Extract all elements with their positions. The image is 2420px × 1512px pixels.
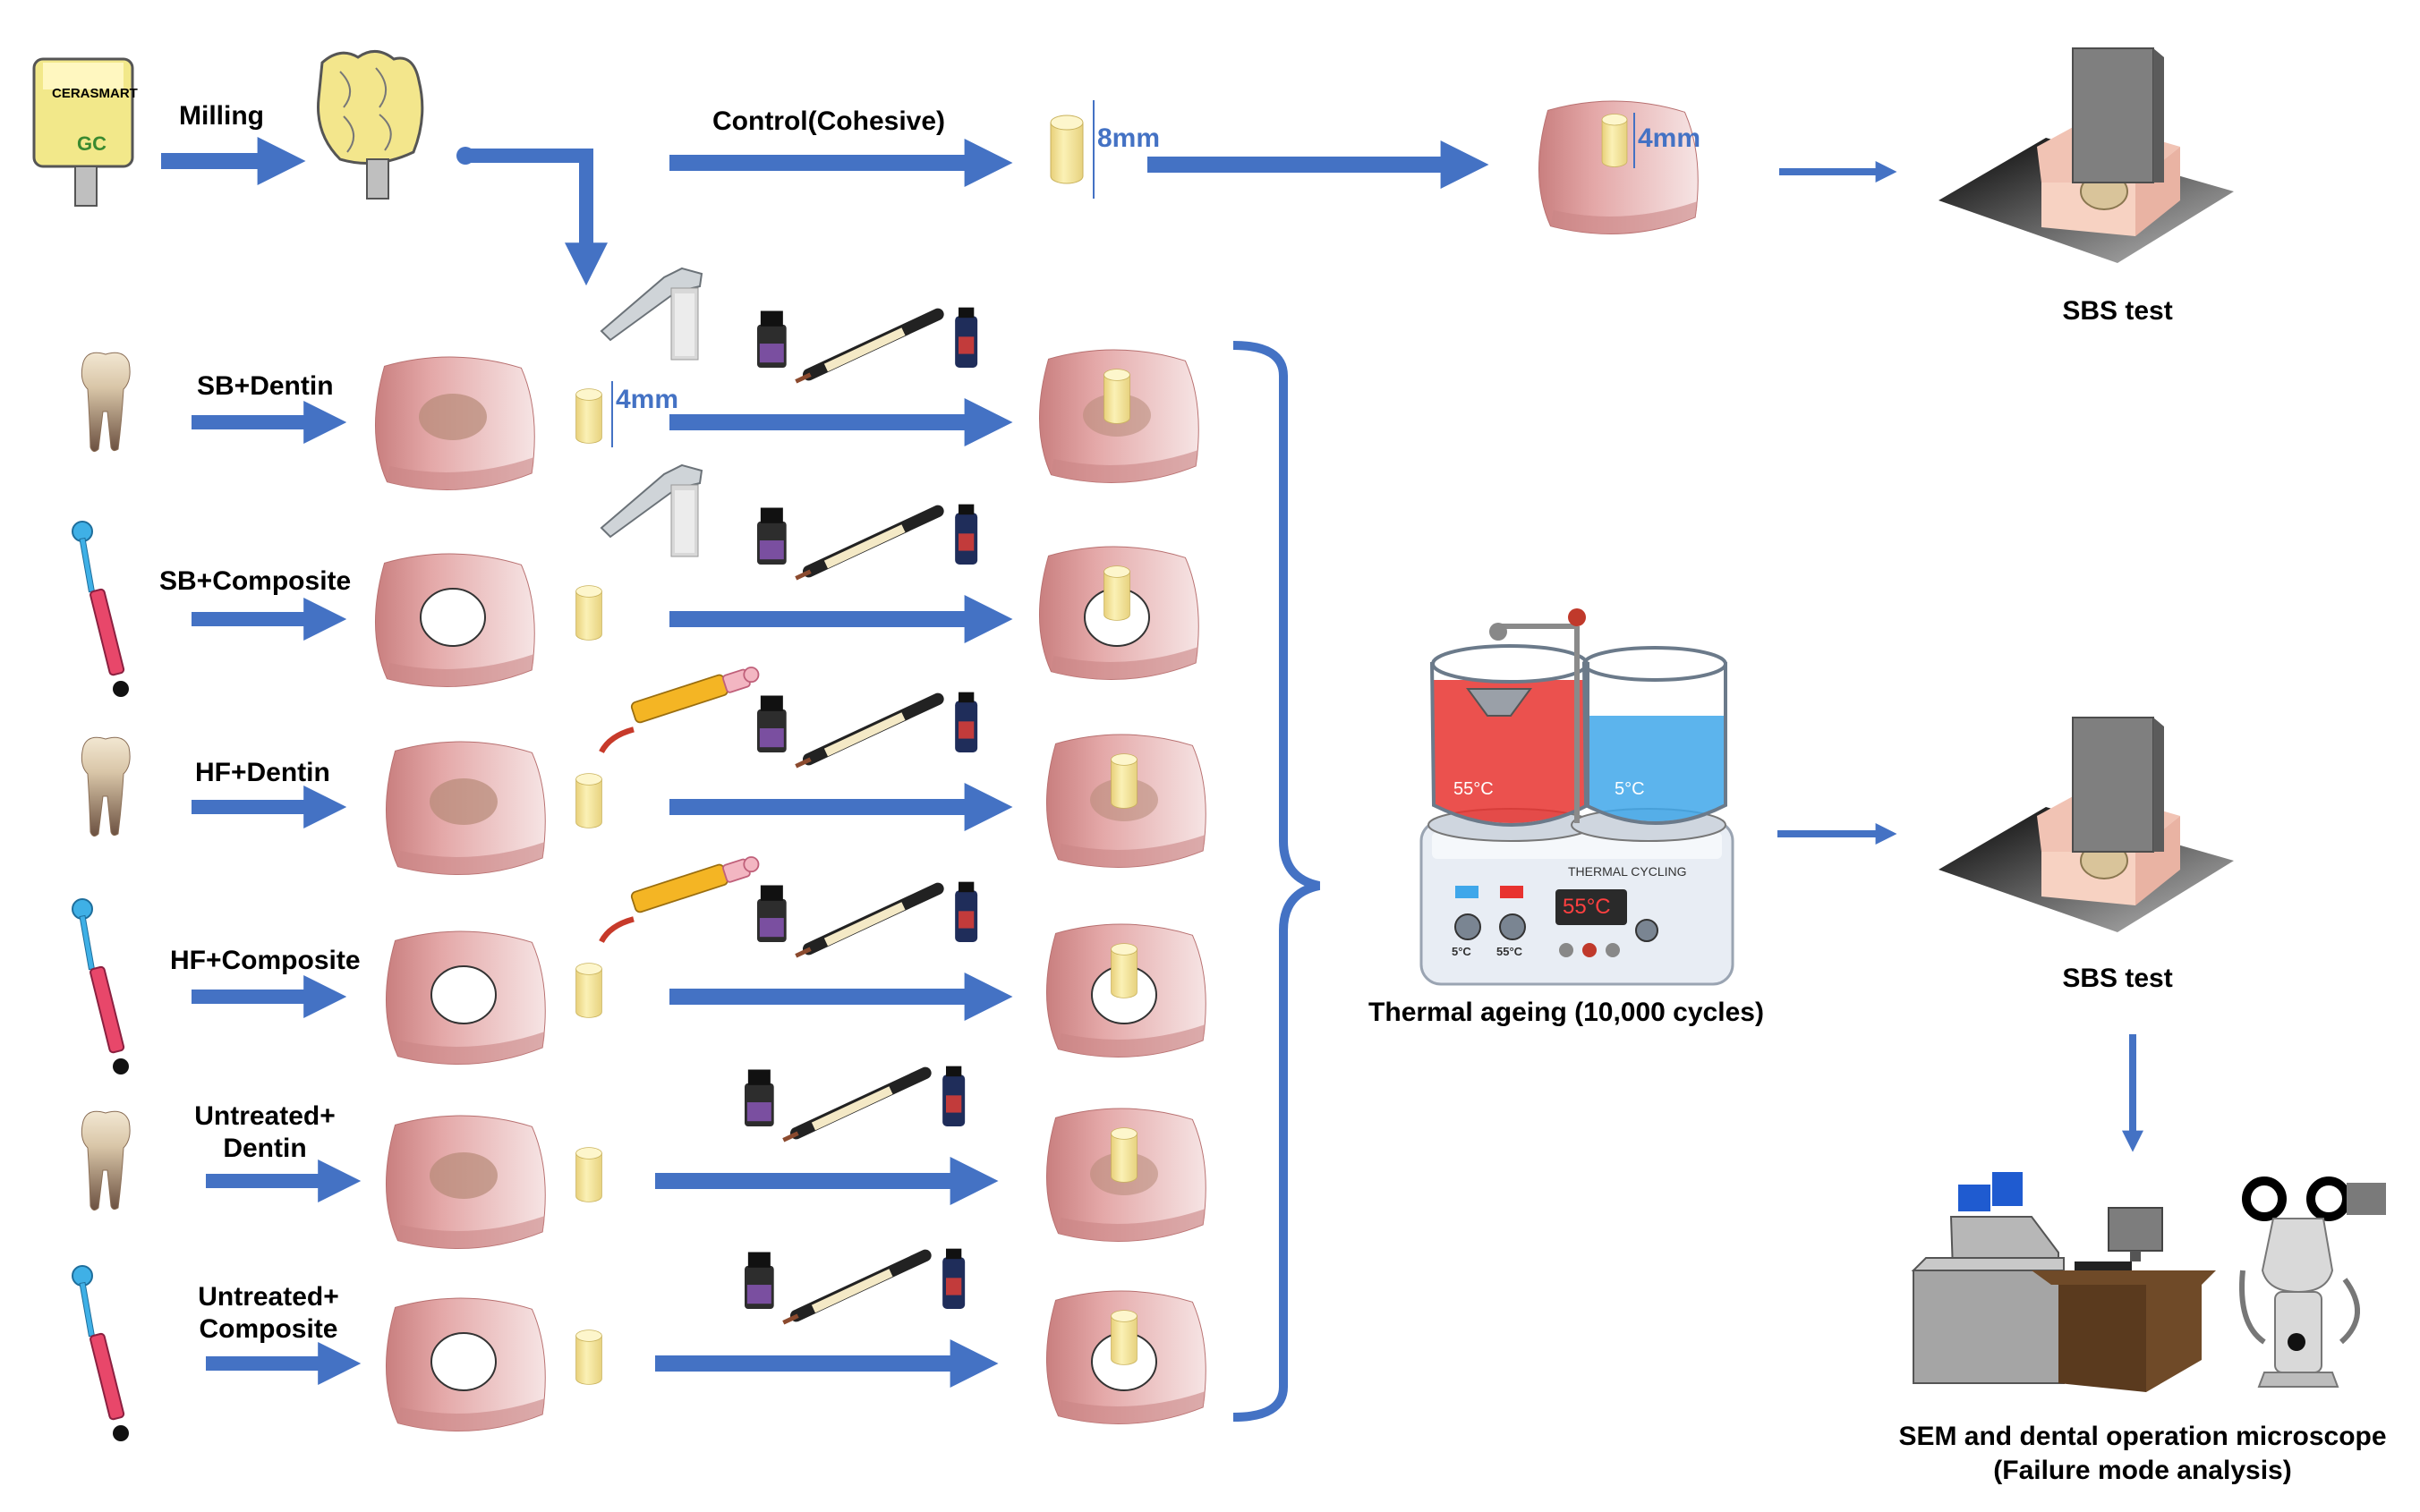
adhesive-kit-icon [757, 308, 977, 382]
dentin-surface [430, 778, 498, 825]
bonded-cylinder [1111, 753, 1138, 809]
row-label-sb-dentin: SB+Dentin [197, 371, 334, 401]
bonded-cylinder [1111, 1310, 1138, 1365]
row-label-untreated-composite-1: Untreated+ [198, 1282, 339, 1312]
cold-temp-label: 5°C [1615, 779, 1645, 799]
control-bonded-cylinder [1601, 114, 1628, 167]
bonded-cylinder [1103, 369, 1130, 424]
row-label-untreated-dentin-2: Dentin [223, 1134, 307, 1163]
adhesive-kit-icon [757, 692, 977, 767]
composite-disc [420, 588, 486, 647]
adhesive-kit-icon [745, 1066, 965, 1141]
tooth-icon [81, 352, 131, 453]
hf-etchant-syringe-icon [601, 667, 759, 752]
resin-cylinder [575, 773, 602, 828]
milling-label: Milling [179, 101, 264, 131]
row-label-hf-composite: HF+Composite [170, 946, 361, 975]
thermo-panel-title: THERMAL CYCLING [1568, 864, 1687, 879]
row-label-untreated-composite-2: Composite [199, 1314, 338, 1344]
cerasmart-block-icon [32, 57, 134, 207]
resin-cylinder [575, 585, 602, 641]
control-label: Control(Cohesive) [712, 106, 946, 136]
row-sb-dentin [81, 268, 1199, 490]
microscope-icon [2239, 1176, 2386, 1388]
composite-syringe-icon [72, 521, 130, 698]
resin-cylinder [575, 1147, 602, 1202]
thermo-knob-right-label: 55°C [1496, 945, 1523, 958]
bonded-cylinder [1111, 943, 1138, 998]
composite-syringe-icon [72, 898, 130, 1075]
composite-disc [430, 965, 497, 1024]
bonded-cylinder [1103, 565, 1130, 621]
row-untreated-composite [72, 1249, 1206, 1442]
thermal-ageing-label: Thermal ageing (10,000 cycles) [1368, 998, 1764, 1027]
resin-cylinder [575, 388, 602, 444]
hf-etchant-syringe-icon [601, 857, 759, 942]
composite-syringe-icon [72, 1265, 130, 1442]
handpiece-icon [601, 464, 703, 557]
tooth-icon [81, 1110, 131, 1211]
row-label-untreated-dentin-1: Untreated+ [194, 1101, 336, 1131]
row-sb-composite [72, 464, 1199, 698]
tooth-icon [81, 736, 131, 837]
milled-blocks-icon [317, 50, 424, 200]
row-hf-dentin [81, 667, 1206, 875]
dim-4mm-top-label: 4mm [1638, 123, 1701, 153]
hot-temp-label: 55°C [1453, 779, 1494, 799]
handpiece-icon [601, 268, 703, 361]
row-untreated-dentin [81, 1066, 1206, 1249]
composite-disc [430, 1332, 497, 1391]
group-brace [1232, 341, 1321, 1422]
adhesive-kit-icon [757, 882, 977, 956]
gc-label: GC [77, 132, 107, 155]
row-label-sb-composite: SB+Composite [159, 566, 352, 596]
control-cylinder-8mm [1050, 115, 1084, 184]
dim-8mm-label: 8mm [1097, 123, 1161, 153]
sbs-test-top-label: SBS test [2062, 296, 2173, 326]
resin-cylinder [575, 963, 602, 1018]
dim-4mm-row-label: 4mm [616, 385, 679, 414]
thermo-knob-left-label: 5°C [1452, 945, 1471, 958]
cerasmart-label: CERASMART [52, 86, 138, 101]
sbs-tester-icon [1937, 47, 2236, 265]
sem-icon [1911, 1172, 2216, 1392]
dentin-surface [430, 1152, 498, 1199]
dentin-surface [419, 394, 487, 440]
bonded-cylinder [1111, 1127, 1138, 1183]
row-label-hf-dentin: HF+Dentin [195, 758, 330, 787]
analysis-label-2: (Failure mode analysis) [1993, 1456, 2292, 1485]
adhesive-kit-icon [745, 1249, 965, 1323]
adhesive-kit-icon [757, 505, 977, 579]
resin-cylinder [575, 1329, 602, 1385]
sbs-tester-icon-2 [1937, 716, 2236, 934]
thermocycler-icon [1419, 608, 1734, 986]
thermo-display: 55°C [1563, 895, 1611, 919]
analysis-label-1: SEM and dental operation microscope [1898, 1422, 2387, 1451]
row-hf-composite [72, 857, 1206, 1075]
branch-arrow [470, 149, 608, 286]
sbs-test-bottom-label: SBS test [2062, 964, 2173, 993]
